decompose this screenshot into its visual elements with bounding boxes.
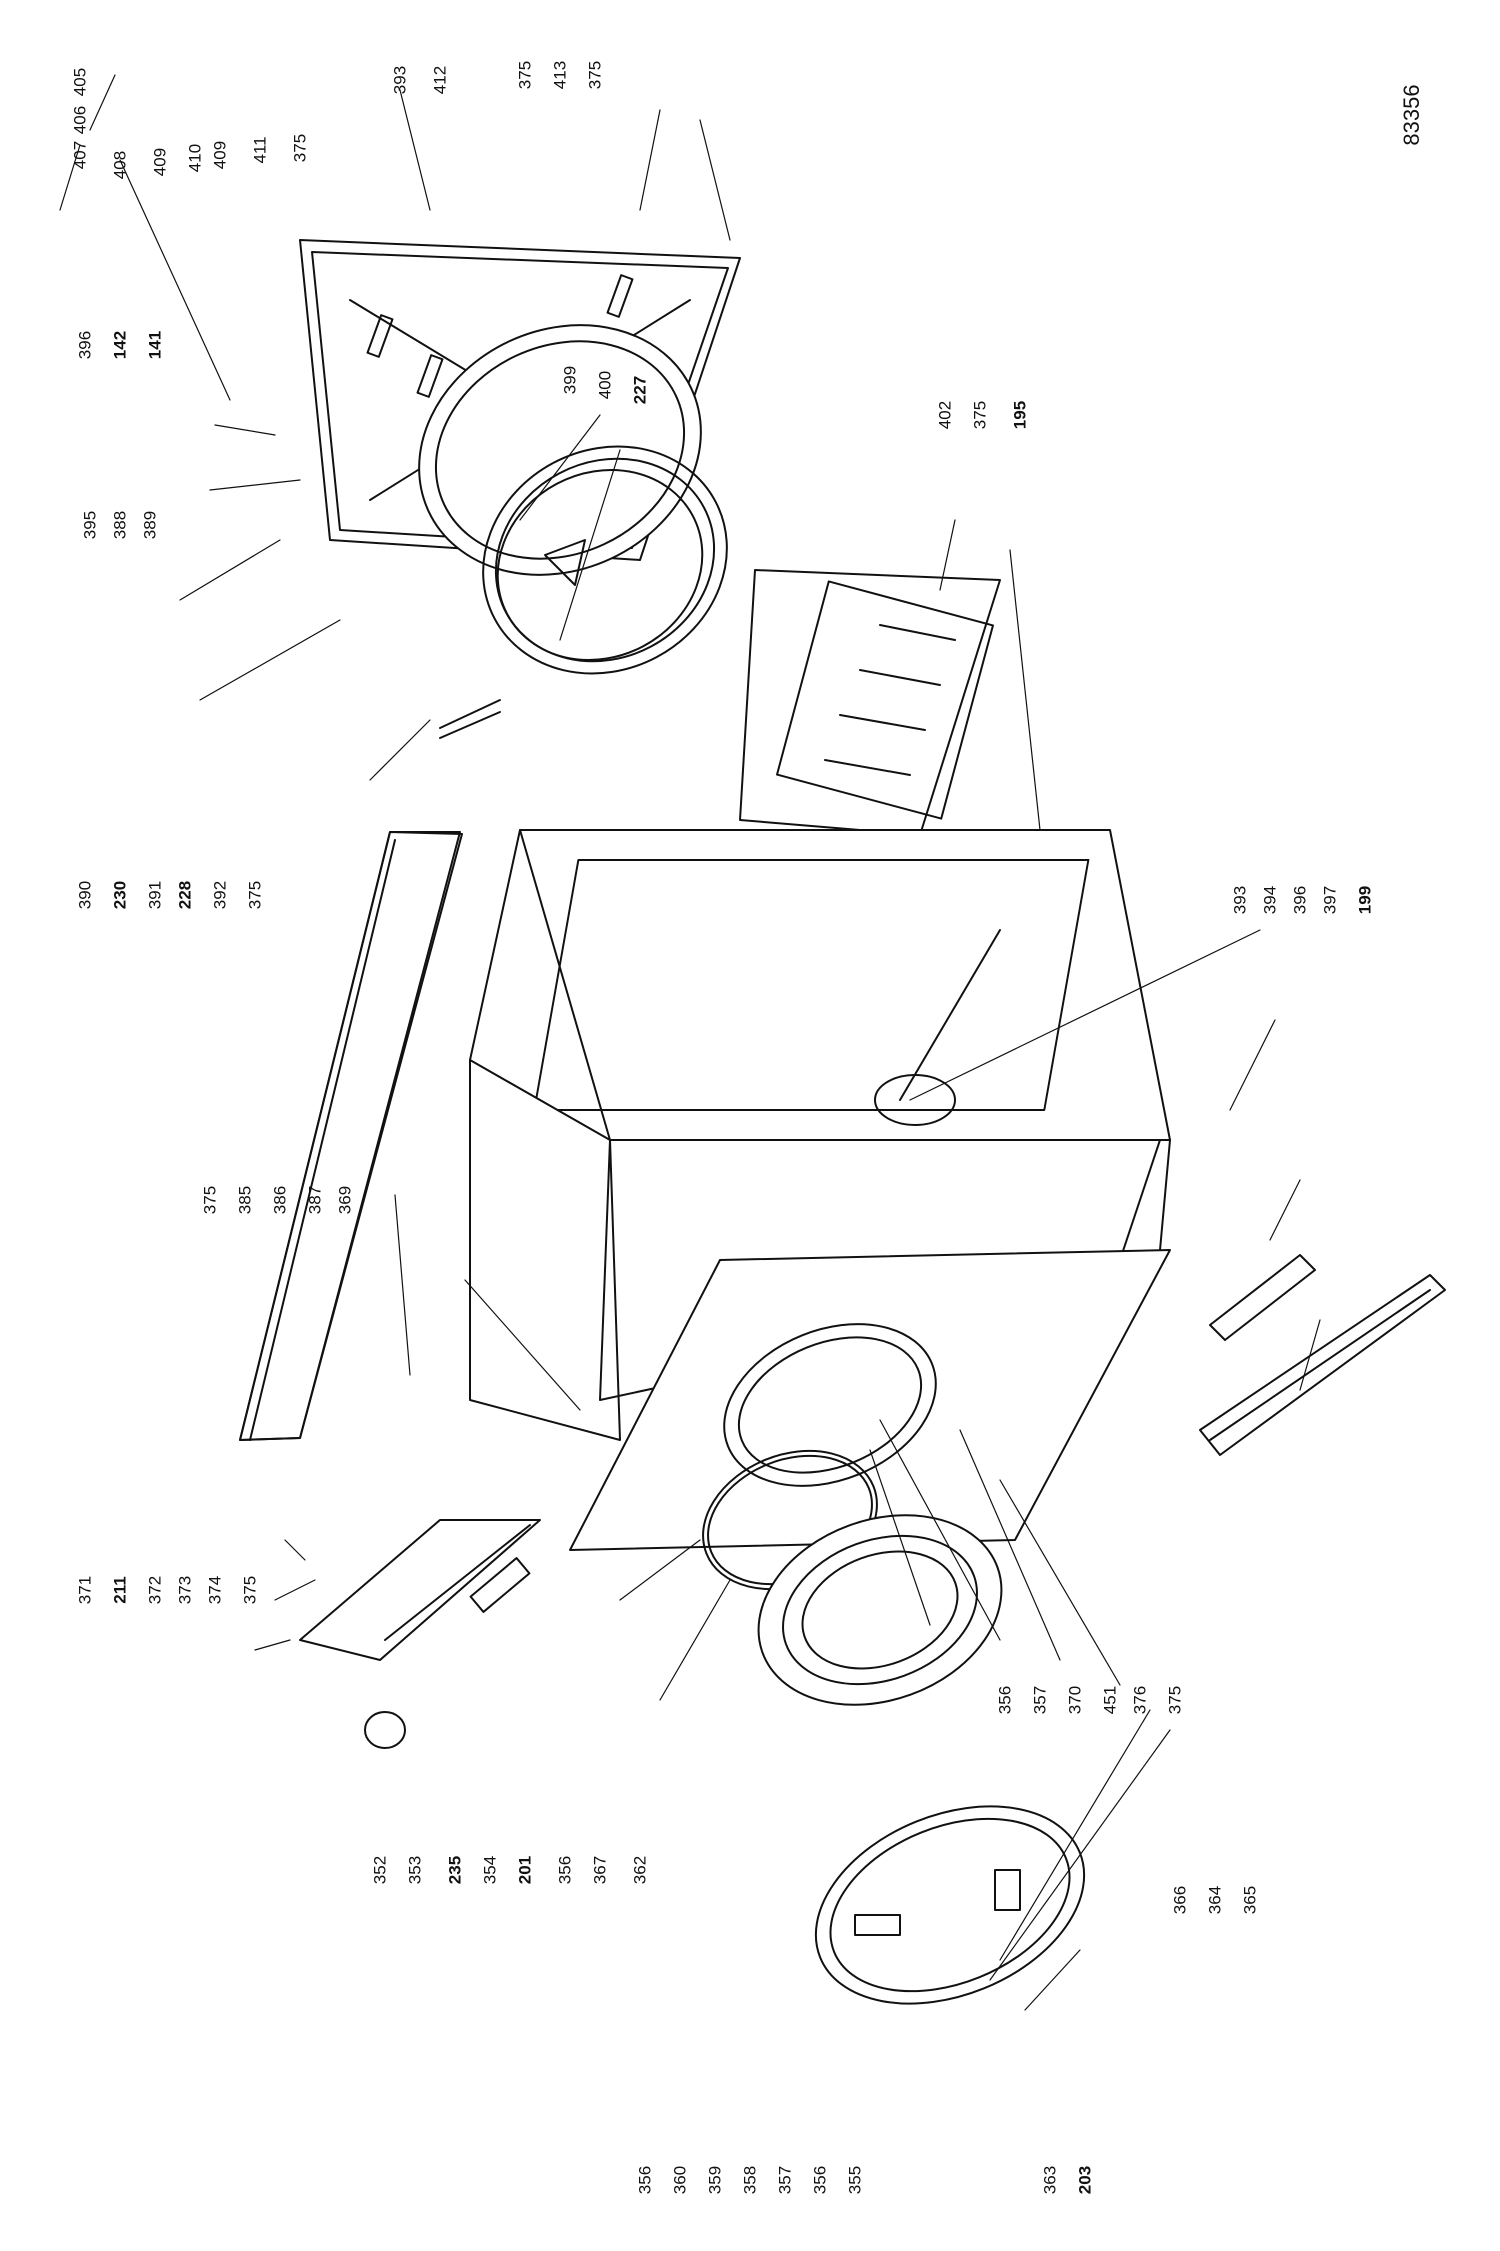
callout-375a: 375 <box>290 133 310 163</box>
callout-360: 360 <box>670 2165 690 2195</box>
callout-392: 392 <box>210 880 230 910</box>
callout-390: 390 <box>75 880 95 910</box>
callout-227: 227 <box>630 375 650 405</box>
callout-372: 372 <box>145 1575 165 1605</box>
callout-358: 358 <box>740 2165 760 2195</box>
top-lid <box>239 831 463 1441</box>
callout-375d: 375 <box>970 400 990 430</box>
callout-363: 363 <box>1040 2165 1060 2195</box>
callout-375g: 375 <box>240 1575 260 1605</box>
callout-355: 355 <box>845 2165 865 2195</box>
callout-391: 391 <box>145 880 165 910</box>
cabinet <box>469 829 1171 1441</box>
callout-395: 395 <box>80 510 100 540</box>
control-panel <box>299 1519 541 1749</box>
callout-235: 235 <box>445 1855 465 1885</box>
callout-375e: 375 <box>245 880 265 910</box>
leader-lines <box>59 74 1321 2011</box>
callout-413: 413 <box>550 60 570 90</box>
callout-228: 228 <box>175 880 195 910</box>
callout-402: 402 <box>935 400 955 430</box>
callout-410: 410 <box>185 143 205 173</box>
callout-142: 142 <box>110 330 130 360</box>
callout-375h: 375 <box>1165 1685 1185 1715</box>
callout-408: 408 <box>110 150 130 180</box>
heating-element <box>439 445 728 739</box>
callout-396a: 396 <box>75 330 95 360</box>
callout-399: 399 <box>560 365 580 395</box>
callout-405: 405 <box>70 67 90 97</box>
callout-385: 385 <box>235 1185 255 1215</box>
door-outer <box>814 1805 1086 2005</box>
callout-203: 203 <box>1075 2165 1095 2195</box>
callout-357b: 357 <box>775 2165 795 2195</box>
callout-362: 362 <box>630 1855 650 1885</box>
callout-396b: 396 <box>1290 885 1310 915</box>
callout-376: 376 <box>1130 1685 1150 1715</box>
callout-141: 141 <box>145 330 165 360</box>
callout-375b: 375 <box>515 60 535 90</box>
callout-352: 352 <box>370 1855 390 1885</box>
callout-406: 406 <box>70 105 90 135</box>
callout-394: 394 <box>1260 885 1280 915</box>
callout-357a: 357 <box>1030 1685 1050 1715</box>
callout-451: 451 <box>1100 1685 1120 1715</box>
callout-387: 387 <box>305 1185 325 1215</box>
callout-195: 195 <box>1010 400 1030 430</box>
callout-369: 369 <box>335 1185 355 1215</box>
callout-386: 386 <box>270 1185 290 1215</box>
callout-400: 400 <box>595 370 615 400</box>
callout-199: 199 <box>1355 885 1375 915</box>
callout-365: 365 <box>1240 1885 1260 1915</box>
callout-353: 353 <box>405 1855 425 1885</box>
callout-359: 359 <box>705 2165 725 2195</box>
drum-back-disc <box>418 324 702 586</box>
callout-397: 397 <box>1320 885 1340 915</box>
callout-371: 371 <box>75 1575 95 1605</box>
callout-356a: 356 <box>995 1685 1015 1715</box>
callout-211: 211 <box>110 1576 130 1604</box>
callout-409b: 409 <box>210 140 230 170</box>
callout-375f: 375 <box>200 1185 220 1215</box>
front-panel <box>569 1249 1171 1551</box>
callout-388: 388 <box>110 510 130 540</box>
callout-356b: 356 <box>555 1855 575 1885</box>
callout-367: 367 <box>590 1855 610 1885</box>
callout-375c: 375 <box>585 60 605 90</box>
callout-354: 354 <box>480 1855 500 1885</box>
callout-412: 412 <box>430 65 450 95</box>
door-liner <box>757 1514 1003 1706</box>
callout-356d: 356 <box>810 2165 830 2195</box>
callout-364: 364 <box>1205 1885 1225 1915</box>
callout-411: 411 <box>250 136 270 164</box>
drawing-number: 83356 <box>1399 84 1424 146</box>
callout-393b: 393 <box>1230 885 1250 915</box>
front-panel-support <box>739 569 1001 836</box>
callout-366: 366 <box>1170 1885 1190 1915</box>
callout-356c: 356 <box>635 2165 655 2195</box>
callout-230: 230 <box>110 880 130 910</box>
callout-373: 373 <box>175 1575 195 1605</box>
callout-409a: 409 <box>150 147 170 177</box>
plinth <box>1199 1254 1446 1456</box>
callout-407: 407 <box>70 140 90 170</box>
callout-389: 389 <box>140 510 160 540</box>
callout-201: 201 <box>515 1855 535 1885</box>
callout-370: 370 <box>1065 1685 1085 1715</box>
callout-374: 374 <box>205 1575 225 1605</box>
callout-393a: 393 <box>390 65 410 95</box>
